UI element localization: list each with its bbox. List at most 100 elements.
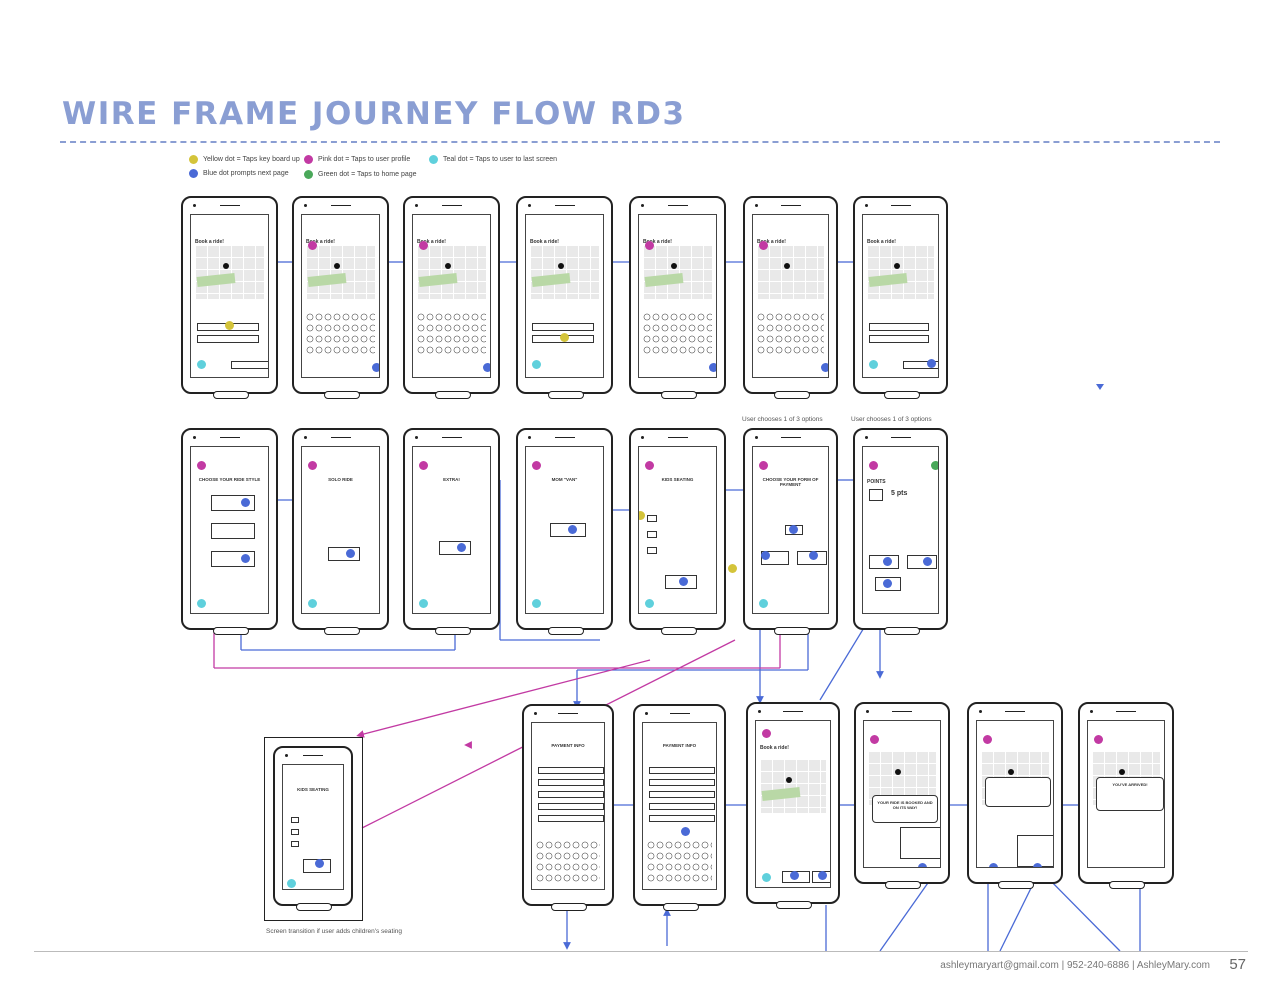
- phone-book-ride-3: Book a ride!: [403, 196, 500, 399]
- blue-dot-icon: [809, 551, 818, 560]
- dropoff-input[interactable]: [197, 335, 259, 343]
- keyboard[interactable]: [647, 841, 712, 885]
- screen-heading: Book a ride!: [760, 745, 789, 751]
- footer-divider: [34, 951, 1248, 952]
- teal-dot-icon: [532, 360, 541, 369]
- seat-stepper[interactable]: [647, 547, 657, 554]
- yellow-dot-icon: [189, 155, 198, 164]
- blue-dot-icon: [315, 859, 324, 868]
- blue-dot-icon: [821, 363, 828, 372]
- legend-green: Green dot = Taps to home page: [304, 170, 417, 179]
- phone-extra: EXTRA!: [403, 428, 500, 635]
- driver-message: [985, 777, 1051, 807]
- cvv-field[interactable]: [649, 803, 715, 810]
- page-number: 57: [1229, 956, 1246, 973]
- blue-dot-icon: [679, 577, 688, 586]
- continue-button[interactable]: [328, 547, 360, 561]
- pickup-input[interactable]: [869, 323, 929, 331]
- pink-dot-icon: [870, 735, 879, 744]
- continue-button[interactable]: [439, 541, 471, 555]
- phone-ride-booked: YOUR RIDE IS BOOKED AND ON ITS WAY!: [854, 702, 950, 889]
- screen-heading: POINTS: [867, 479, 886, 485]
- name-field[interactable]: [649, 767, 715, 774]
- name-field[interactable]: [538, 767, 604, 774]
- blue-dot-icon: [241, 498, 250, 507]
- screen-heading: Book a ride!: [867, 239, 896, 245]
- pink-dot-icon: [645, 241, 654, 250]
- phone-book-ride-5: Book a ride!: [629, 196, 726, 399]
- phone-kids-seating: KIDS SEATING: [629, 428, 726, 635]
- legend-pink: Pink dot = Taps to user profile: [304, 155, 410, 164]
- blue-dot-icon: [761, 551, 770, 560]
- screen-heading: KIDS SEATING: [297, 787, 329, 792]
- phone-choose-style: CHOOSE YOUR RIDE STYLE: [181, 428, 278, 635]
- teal-dot-icon: [759, 599, 768, 608]
- points-value: 5 pts: [891, 490, 908, 497]
- arrow-marker-icon: [1096, 384, 1104, 390]
- map-pin-icon: [783, 263, 790, 269]
- driver-card: [900, 827, 940, 859]
- map-pin-icon: [786, 777, 793, 783]
- screen-heading: KIDS SEATING: [661, 477, 694, 482]
- screen-heading: EXTRA!: [443, 477, 460, 482]
- envelope-icon: [869, 489, 883, 501]
- cvv-field[interactable]: [538, 803, 604, 810]
- zip-field[interactable]: [538, 815, 604, 822]
- keyboard[interactable]: [757, 313, 824, 357]
- map-pin-icon: [333, 263, 340, 269]
- legend-label: Green dot = Taps to home page: [318, 171, 417, 178]
- expiry-field[interactable]: [649, 791, 715, 798]
- map-pin-icon: [557, 263, 564, 269]
- zip-field[interactable]: [649, 815, 715, 822]
- seat-stepper[interactable]: [647, 531, 657, 538]
- keyboard[interactable]: [417, 313, 486, 357]
- booking-message: YOUR RIDE IS BOOKED AND ON ITS WAY!: [872, 795, 938, 823]
- phone-book-ride-1: Book a ride!: [181, 196, 278, 399]
- map-pin-icon: [1119, 769, 1126, 775]
- phone-mom-van: MOM "VAN": [516, 428, 613, 635]
- continue-button[interactable]: [231, 361, 268, 369]
- phone-arrived: YOU'VE ARRIVED!: [1078, 702, 1174, 889]
- keyboard[interactable]: [536, 841, 600, 885]
- pickup-input[interactable]: [532, 323, 594, 331]
- screen-heading: Book a ride!: [417, 239, 446, 245]
- blue-dot-icon: [818, 871, 827, 880]
- blue-dot-icon: [883, 579, 892, 588]
- blue-dot-icon: [789, 525, 798, 534]
- mom-van-button[interactable]: [211, 523, 255, 539]
- teal-dot-icon: [645, 599, 654, 608]
- teal-dot-icon: [762, 873, 771, 882]
- keyboard[interactable]: [306, 313, 375, 357]
- card-number-field[interactable]: [538, 779, 604, 786]
- blue-dot-icon: [927, 359, 936, 368]
- blue-dot-icon: [923, 557, 932, 566]
- blue-dot-icon: [883, 557, 892, 566]
- seat-stepper[interactable]: [647, 515, 657, 522]
- expiry-field[interactable]: [538, 791, 604, 798]
- card-number-field[interactable]: [649, 779, 715, 786]
- pink-dot-icon: [983, 735, 992, 744]
- legend-label: Blue dot prompts next page: [203, 170, 289, 177]
- blue-dot-icon: [241, 554, 250, 563]
- caption-options-1: User chooses 1 of 3 options: [742, 416, 823, 423]
- map-pin-icon: [670, 263, 677, 269]
- pink-dot-icon: [1094, 735, 1103, 744]
- screen-heading: Book a ride!: [643, 239, 672, 245]
- legend-label: Yellow dot = Taps key board up: [203, 156, 300, 163]
- card-option-button[interactable]: [907, 555, 937, 569]
- phone-book-ride-4: Book a ride!: [516, 196, 613, 399]
- legend-label: Pink dot = Taps to user profile: [318, 156, 411, 163]
- phone-book-ride-7: Book a ride!: [853, 196, 948, 399]
- map-pin-icon: [222, 263, 229, 269]
- title-divider: [60, 141, 1220, 143]
- pink-dot-icon: [197, 461, 206, 470]
- dropoff-input[interactable]: [869, 335, 929, 343]
- teal-dot-icon: [197, 360, 206, 369]
- pink-dot-icon: [419, 241, 428, 250]
- yellow-dot-icon: [639, 511, 645, 520]
- keyboard[interactable]: [643, 313, 712, 357]
- teal-dot-icon: [429, 155, 438, 164]
- continue-button[interactable]: [903, 361, 938, 369]
- phone-book-ride-2: Book a ride!: [292, 196, 389, 399]
- pink-dot-icon: [419, 461, 428, 470]
